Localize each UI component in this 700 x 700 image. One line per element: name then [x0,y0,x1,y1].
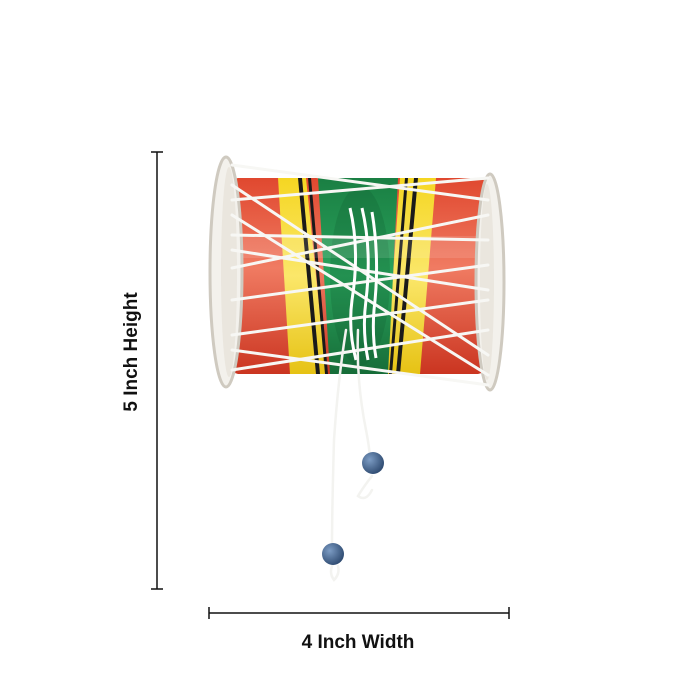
bead-upper [362,452,384,474]
bead-lower [322,543,344,565]
damaru-drum [208,155,506,582]
width-label: 4 Inch Width [302,632,415,653]
height-label: 5 Inch Height [121,292,142,412]
width-dimension: 4 Inch Width [208,607,510,653]
height-dimension: 5 Inch Height [121,151,163,590]
hanging-strings [329,328,374,582]
lacing-ropes [230,163,490,387]
waist-binding [348,207,379,361]
